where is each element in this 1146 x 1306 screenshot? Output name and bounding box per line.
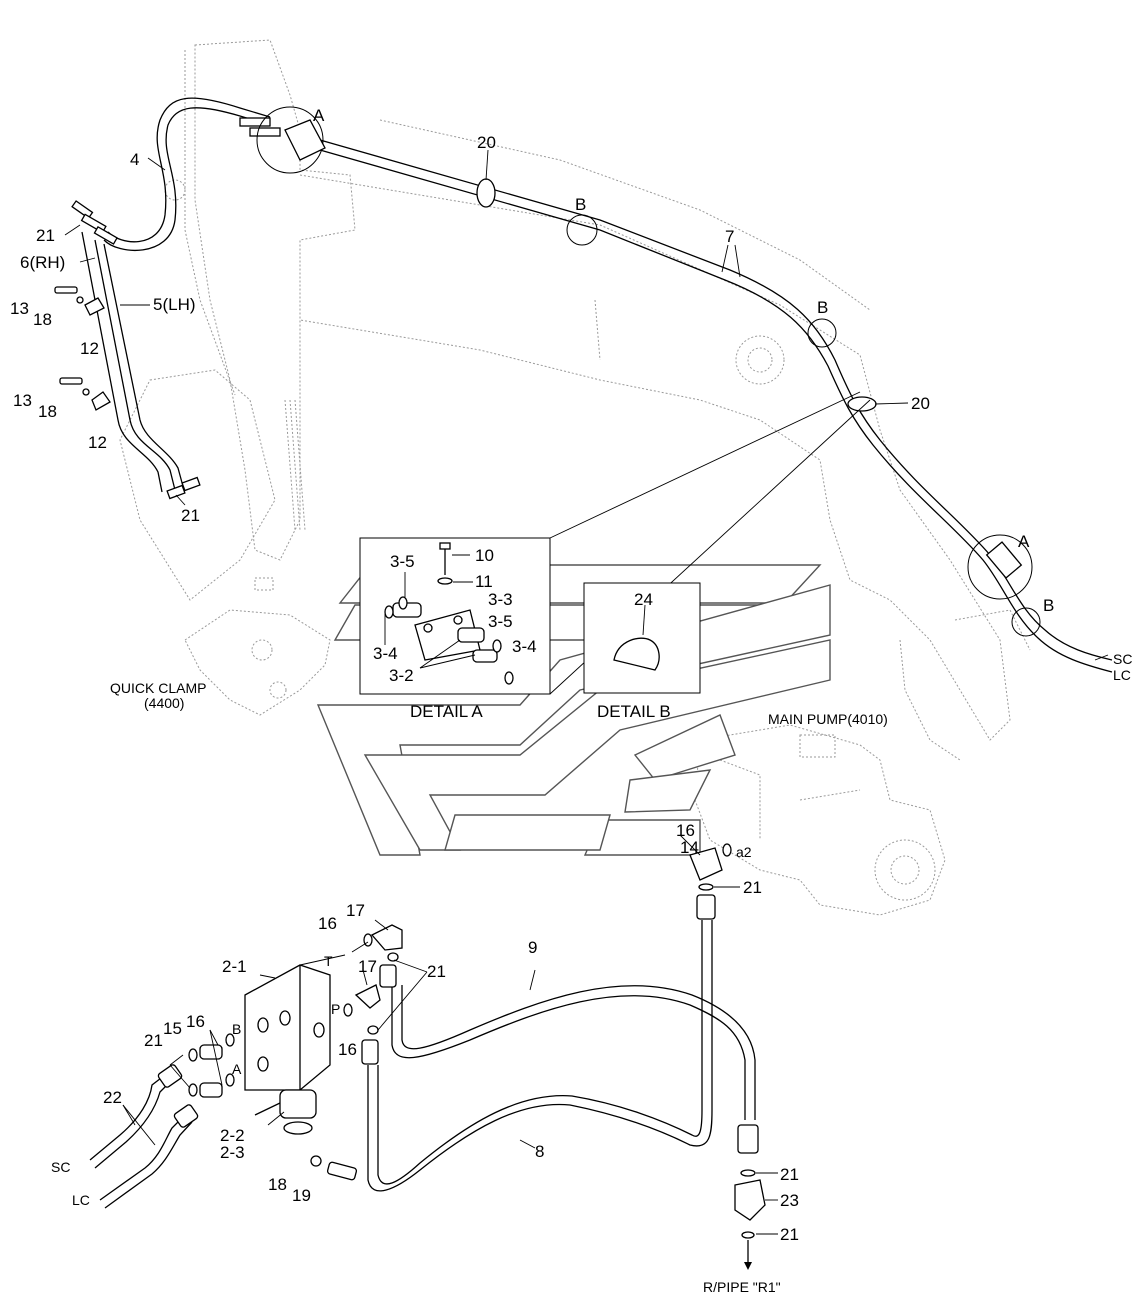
label-12-b: 12 <box>88 433 107 452</box>
label-6rh: 6(RH) <box>20 253 65 272</box>
label-17-a: 17 <box>346 901 365 920</box>
label-sc-left: SC <box>51 1159 70 1175</box>
label-lc-right: LC <box>1113 667 1131 683</box>
label-t-port: T <box>324 953 333 969</box>
caption-r-pipe: R/PIPE "R1" <box>703 1279 781 1295</box>
label-14: 14 <box>680 838 699 857</box>
label-16-b: 16 <box>318 914 337 933</box>
quick-clamp-outline <box>184 577 331 716</box>
label-3-4-a: 3-4 <box>373 644 398 663</box>
label-p-port: P <box>331 1001 340 1017</box>
label-2-3: 2-3 <box>220 1143 245 1162</box>
label-21-f: 21 <box>780 1225 799 1244</box>
caption-detail-a: DETAIL A <box>410 702 483 721</box>
detail-a-circle-right <box>967 534 1033 600</box>
caption-main-pump: MAIN PUMP(4010) <box>768 711 888 727</box>
label-3-2: 3-2 <box>389 666 414 685</box>
label-20-top: 20 <box>477 133 496 152</box>
label-24: 24 <box>634 590 653 609</box>
label-a2: a2 <box>736 844 752 860</box>
label-10: 10 <box>475 546 494 565</box>
label-22: 22 <box>103 1088 122 1107</box>
label-b-top: B <box>575 195 586 214</box>
detail-a-box <box>359 391 871 695</box>
label-12-a: 12 <box>80 339 99 358</box>
label-b-port: B <box>232 1021 241 1037</box>
label-16-pump: 16 <box>676 821 695 840</box>
leader-lines <box>64 149 1109 1235</box>
detail-b-circle-top <box>566 214 598 246</box>
label-b-mid: B <box>817 298 828 317</box>
label-a-right: A <box>1018 532 1030 551</box>
label-2-1: 2-1 <box>222 957 247 976</box>
label-21-d: 21 <box>144 1031 163 1050</box>
hoses <box>89 843 766 1270</box>
label-18-b: 18 <box>38 402 57 421</box>
main-pump-outline <box>694 724 946 916</box>
label-9: 9 <box>528 938 537 957</box>
label-16-c: 16 <box>338 1040 357 1059</box>
label-15: 15 <box>163 1019 182 1038</box>
label-a-port: A <box>232 1061 242 1077</box>
label-3-5-a: 3-5 <box>390 552 415 571</box>
label-b-right: B <box>1043 596 1054 615</box>
caption-quick-clamp-code: (4400) <box>144 695 184 711</box>
label-18-c: 18 <box>268 1175 287 1194</box>
label-8: 8 <box>535 1142 544 1161</box>
label-13-a: 13 <box>10 299 29 318</box>
boom-pipes <box>71 97 1113 673</box>
label-5lh: 5(LH) <box>153 295 196 314</box>
label-21-pump: 21 <box>743 878 762 897</box>
caption-quick-clamp: QUICK CLAMP <box>110 680 206 696</box>
valve-block <box>244 964 331 1135</box>
captions: QUICK CLAMP (4400) DETAIL A DETAIL B MAI… <box>110 680 888 1295</box>
label-23: 23 <box>780 1191 799 1210</box>
label-21-a: 21 <box>36 226 55 245</box>
label-18-a: 18 <box>33 310 52 329</box>
label-3-3: 3-3 <box>488 590 513 609</box>
label-13-b: 13 <box>13 391 32 410</box>
label-lc-left: LC <box>72 1192 90 1208</box>
label-a-top: A <box>313 106 325 125</box>
detail-b-circle-mid <box>807 318 837 348</box>
label-20-mid: 20 <box>911 394 930 413</box>
label-7: 7 <box>725 227 734 246</box>
label-4: 4 <box>130 150 139 169</box>
detail-b-box <box>583 582 701 694</box>
detail-a-circle-top <box>256 106 324 174</box>
label-3-4-b: 3-4 <box>512 637 537 656</box>
label-21-c: 21 <box>427 962 446 981</box>
label-3-5-b: 3-5 <box>488 612 513 631</box>
boom-arm-outline <box>119 39 1031 761</box>
label-11: 11 <box>475 572 493 591</box>
mounting-hardware <box>54 286 111 411</box>
caption-detail-b: DETAIL B <box>597 702 671 721</box>
detail-b-circle-right <box>1011 607 1041 637</box>
label-16-d: 16 <box>186 1012 205 1031</box>
label-21-e: 21 <box>780 1165 799 1184</box>
label-21-b: 21 <box>181 506 200 525</box>
part-number-labels: A 4 20 B 7 B 20 A B SC LC 21 6(RH) 5(LH)… <box>10 106 1132 1244</box>
label-17-b: 17 <box>358 957 377 976</box>
label-sc-right: SC <box>1113 651 1132 667</box>
label-2-2: 2-2 <box>220 1126 245 1145</box>
label-19: 19 <box>292 1186 311 1205</box>
